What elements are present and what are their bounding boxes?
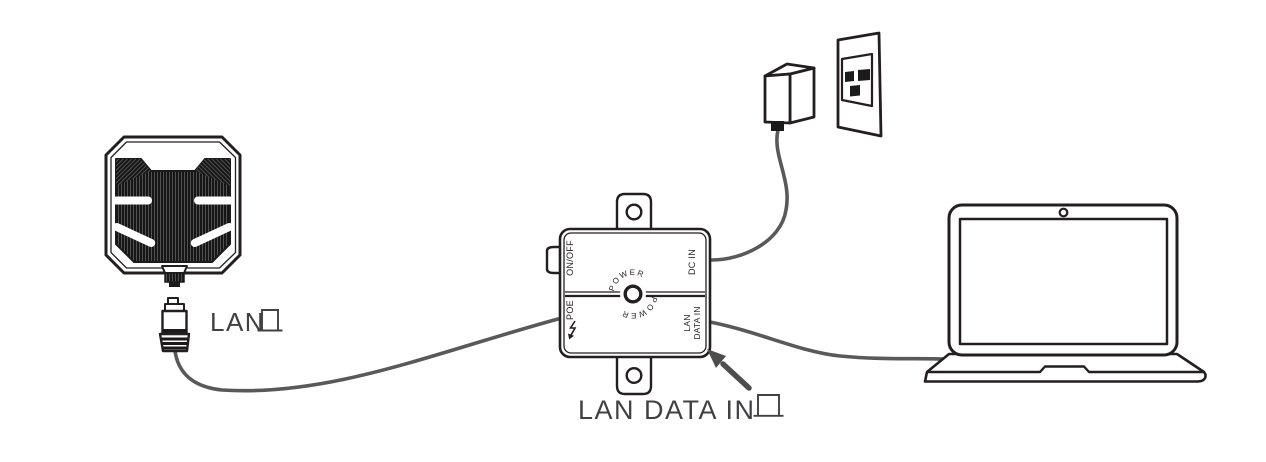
callout-label: LAN DATA IN: [578, 395, 756, 425]
antenna-corner-hatch-right: [195, 159, 230, 186]
callout-arrow-head: [707, 349, 726, 368]
rj45-band: [162, 329, 187, 334]
antenna-slot: [112, 222, 156, 248]
laptop-base-edge: [927, 365, 1204, 374]
antenna-cable-gland: [161, 265, 188, 274]
adapter-side-face: [788, 66, 816, 125]
adapter-strain-relief: [771, 121, 784, 131]
antenna-slot: [194, 196, 234, 205]
dc-power-cable: [710, 128, 789, 262]
mounting-hole-bottom: [625, 367, 643, 385]
lightning-bolt-icon: [568, 320, 577, 340]
laptop-base: [923, 352, 1207, 383]
power-led: [623, 284, 643, 304]
antenna-gland-nut: [164, 272, 185, 283]
outlet-slot: [850, 85, 860, 97]
antenna-port-callout: LAN: [210, 307, 283, 337]
port-symbol-icon: [757, 394, 780, 415]
lan-cable-antenna-to-injector: [173, 317, 560, 393]
antenna-slot: [112, 196, 152, 205]
antenna-device: [104, 135, 242, 287]
antenna-housing-inner-line: [110, 141, 237, 269]
poe-label: POE: [565, 300, 575, 320]
lan-data-in-callout: LAN DATA IN: [578, 349, 784, 425]
dc-in-label: DC IN: [687, 249, 697, 275]
antenna-corner-hatch-left: [116, 159, 151, 186]
poe-injector: POWER POWER ON/OFF POE DC IN LAN DATA IN: [545, 192, 712, 396]
antenna-slot: [190, 222, 234, 248]
callout-arrow-shaft: [720, 361, 752, 391]
lan-data-in-label-line1: LAN: [682, 314, 692, 331]
antenna-gland-tip: [169, 282, 180, 287]
antenna-port-label: LAN: [210, 307, 265, 337]
webcam-icon: [1058, 207, 1069, 218]
port-symbol-icon: [261, 309, 279, 330]
laptop-screen: [958, 217, 1169, 346]
adapter-front-face: [763, 72, 792, 125]
injector-body-inner-line: [563, 232, 707, 354]
wall-outlet: [836, 31, 883, 138]
mounting-hole-top: [625, 203, 643, 221]
outlet-slot: [845, 71, 854, 82]
laptop: [923, 203, 1207, 383]
lan-cable-injector-to-laptop: [708, 320, 946, 361]
outlet-socket: [840, 52, 874, 108]
on-off-label: ON/OFF: [565, 240, 575, 276]
outlet-slot: [858, 69, 870, 81]
rj45-connector: [158, 297, 191, 353]
power-adapter: [763, 62, 816, 131]
lan-data-in-label-line2: DATA IN: [692, 306, 702, 339]
power-switch-stub: [545, 245, 564, 275]
